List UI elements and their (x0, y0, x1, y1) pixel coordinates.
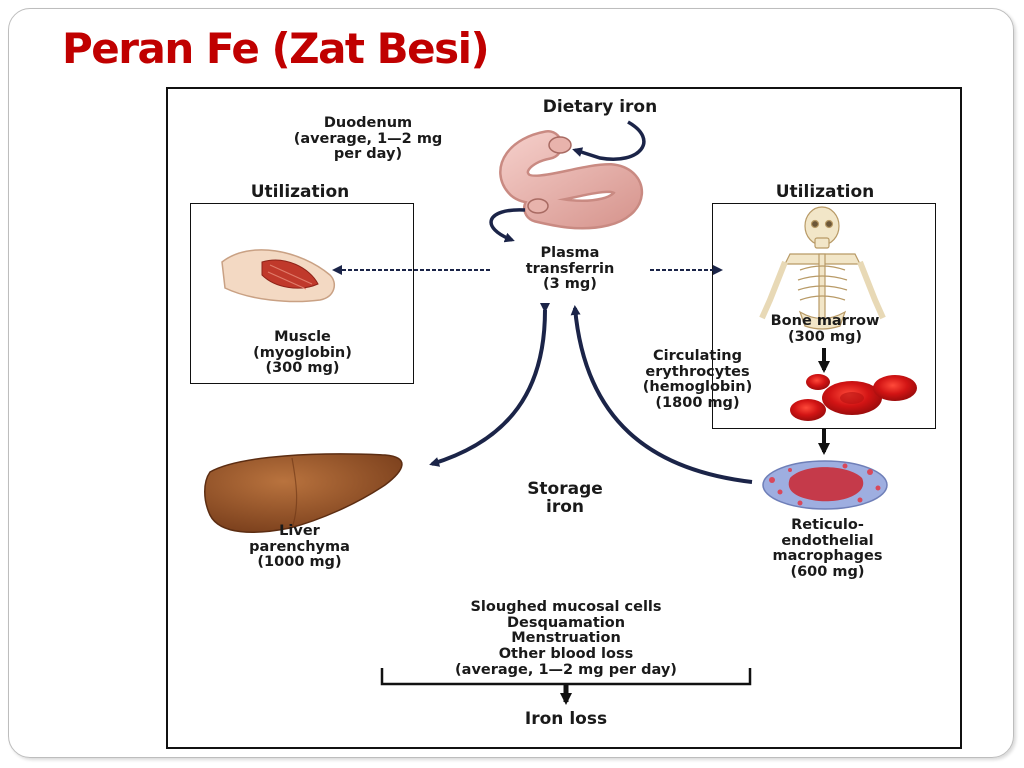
duodenum-label: Duodenum (average, 1—2 mg per day) (293, 115, 443, 163)
red-blood-cells-icon (790, 374, 917, 421)
bone-marrow-label: Bone marrow (300 mg) (770, 313, 880, 345)
macrophage-return-arrow (570, 305, 753, 484)
iron-loss-label: Iron loss (524, 709, 608, 729)
iron-losses-label: Sloughed mucosal cells Desquamation Mens… (455, 599, 677, 678)
skeleton-icon (759, 206, 886, 330)
utilization-box-left (190, 203, 414, 384)
absorption-arrow (489, 208, 526, 243)
macrophages-label: Reticulo- endothelial macrophages (600 m… (772, 517, 883, 580)
storage-iron-label: Storage iron (527, 479, 603, 518)
slide-frame (8, 8, 1014, 758)
dietary-iron-label: Dietary iron (542, 97, 658, 117)
arm-muscle-icon (221, 249, 336, 303)
muscle-label: Muscle (myoglobin) (300 mg) (253, 329, 352, 377)
liver-icon (204, 453, 403, 533)
macrophage-icon (762, 460, 888, 510)
liver-label: Liver parenchyma (1000 mg) (249, 523, 350, 571)
plasma-transferrin-label: Plasma transferrin (3 mg) (525, 245, 615, 293)
circulating-erythrocytes-label: Circulating erythrocytes (hemoglobin) (1… (642, 348, 753, 411)
slide-title: Peran Fe (Zat Besi) (62, 24, 490, 73)
intestine-icon (499, 130, 644, 230)
utilization-right-label: Utilization (775, 182, 875, 202)
utilization-left-label: Utilization (250, 182, 350, 202)
liver-exchange-arrow (429, 302, 551, 467)
iron-loss-bracket (380, 668, 752, 705)
dietary-arrow (572, 120, 646, 161)
